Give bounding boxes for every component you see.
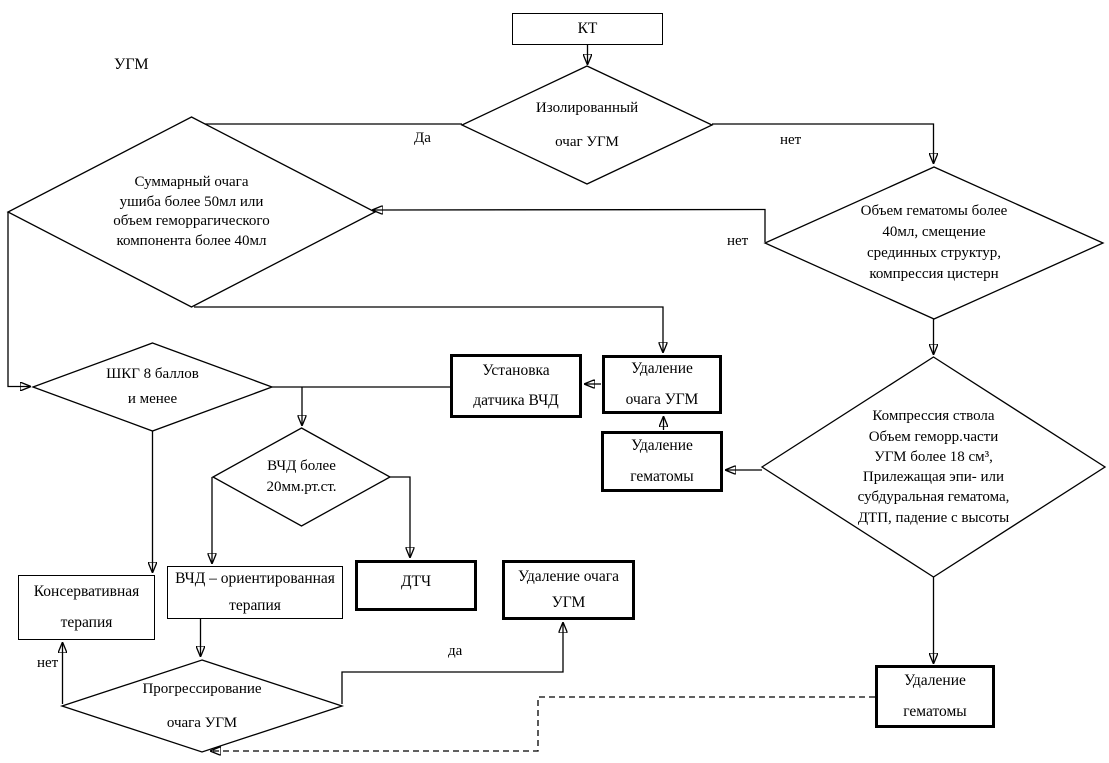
edge-label-net-mid: нет xyxy=(727,233,749,249)
node-dtch-label: ДТЧ xyxy=(400,572,432,590)
decision-summary-volume-label: Суммарный очага ушиба более 50мл или объ… xyxy=(113,174,270,249)
decision-icp-level: ВЧД более 20мм.рт.ст. xyxy=(213,428,390,526)
edge-progression-da-to-remove-focus-bottom xyxy=(341,623,563,704)
diamond-shape xyxy=(765,167,1103,319)
decision-progression-label: Прогрессирование очага УГМ xyxy=(142,680,262,732)
edge-label-da-bottom: да xyxy=(448,643,463,659)
decision-isolated-label: Изолированный очаг УГМ xyxy=(535,99,639,151)
decision-isolated: Изолированный очаг УГМ xyxy=(462,66,712,184)
decision-hematoma-volume: Объем гематомы более 40мл, смещение сред… xyxy=(765,167,1103,319)
diamond-shape xyxy=(462,66,712,184)
edge-label-net-top: нет xyxy=(780,132,802,148)
diamond-shape xyxy=(762,357,1105,577)
edge-isolated-net-to-hematoma xyxy=(712,123,934,163)
node-remove-hematoma-right-label: Удаление гематомы xyxy=(903,672,967,720)
node-conservative: Консервативная терапия xyxy=(18,575,155,640)
node-kt-label: КТ xyxy=(577,20,598,37)
node-icp-therapy-label: ВЧД – ориентированная терапия xyxy=(175,570,335,614)
node-dtch: ДТЧ xyxy=(355,560,477,611)
node-icp-sensor-label: Установка датчика ВЧД xyxy=(473,361,559,409)
decision-compression: Компрессия ствола Объем геморр.части УГМ… xyxy=(762,357,1105,577)
diamond-shape xyxy=(62,660,342,752)
decision-gcs-label: ШКГ 8 баллов и менее xyxy=(106,365,199,408)
edge-icp-level-to-dtch xyxy=(390,476,410,557)
node-icp-sensor: Установка датчика ВЧД xyxy=(450,354,582,418)
decision-progression: Прогрессирование очага УГМ xyxy=(62,660,342,752)
node-remove-hematoma: Удаление гематомы xyxy=(601,431,723,492)
diamond-shape xyxy=(213,428,390,526)
page-title: УГМ xyxy=(114,56,149,73)
node-remove-focus-label: Удаление очага УГМ xyxy=(625,360,699,408)
diamond-shape xyxy=(33,343,272,431)
decision-hematoma-volume-label: Объем гематомы более 40мл, смещение сред… xyxy=(860,203,1008,282)
edge-hematoma-net-to-summary xyxy=(373,210,766,242)
node-remove-focus-bottom-label: Удаление очага УГМ xyxy=(518,567,619,611)
node-remove-hematoma-right: Удаление гематомы xyxy=(875,665,995,728)
edge-summary-to-gcs xyxy=(7,212,30,387)
edge-label-da-top: Да xyxy=(414,130,431,146)
decision-summary-volume: Суммарный очага ушиба более 50мл или объ… xyxy=(8,117,375,307)
decision-gcs: ШКГ 8 баллов и менее xyxy=(33,343,272,431)
node-kt: КТ xyxy=(512,13,663,45)
node-icp-therapy: ВЧД – ориентированная терапия xyxy=(167,566,343,619)
diamond-shape xyxy=(8,117,375,307)
edge-label-net-bottom: нет xyxy=(37,655,59,671)
decision-compression-label: Компрессия ствола Объем геморр.части УГМ… xyxy=(857,408,1010,526)
node-conservative-label: Консервативная терапия xyxy=(33,583,140,631)
edge-remove-hematoma-right-to-progression-dashed xyxy=(211,696,875,751)
decision-icp-level-label: ВЧД более 20мм.рт.ст. xyxy=(266,458,337,495)
node-remove-hematoma-label: Удаление гематомы xyxy=(630,437,694,485)
node-remove-focus-bottom: Удаление очага УГМ xyxy=(502,560,635,620)
edge-summary-to-remove-focus xyxy=(194,306,663,352)
node-remove-focus: Удаление очага УГМ xyxy=(602,355,722,414)
